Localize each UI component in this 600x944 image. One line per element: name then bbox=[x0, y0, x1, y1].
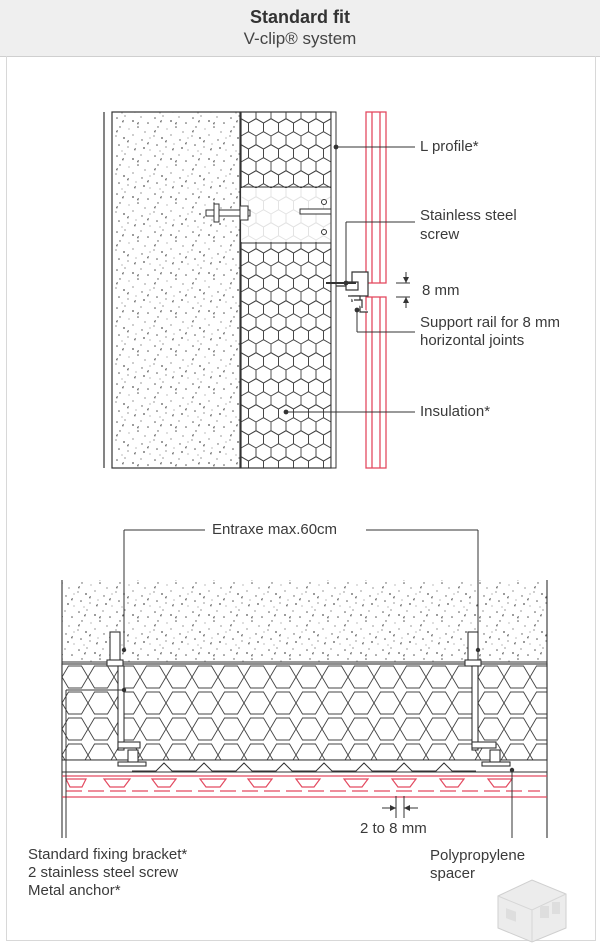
support-profile bbox=[61, 759, 548, 773]
header: Standard fit V-clip® system bbox=[0, 0, 600, 57]
label-spacer-line1: Polypropylene bbox=[430, 847, 526, 864]
label-rail-line2: horizontal joints bbox=[420, 332, 525, 349]
label-bracket-line1: Standard fixing bracket* bbox=[28, 846, 188, 863]
concrete-slab bbox=[62, 580, 547, 662]
label-screw-line2: screw bbox=[420, 226, 460, 243]
top-section bbox=[103, 111, 415, 469]
label-joint: 2 to 8 mm bbox=[360, 820, 427, 837]
insulation-layer-bottom bbox=[61, 663, 548, 761]
bottom-section bbox=[61, 529, 548, 838]
label-bracket-line2: 2 stainless steel screw bbox=[28, 864, 179, 881]
page-title: Standard fit bbox=[249, 7, 350, 27]
wall-anchor bbox=[205, 203, 332, 223]
drawing-frame bbox=[6, 56, 596, 941]
cladding-panels-bottom bbox=[62, 775, 547, 798]
cladding-panels-top bbox=[365, 111, 387, 469]
label-screw-line1: Stainless steel bbox=[420, 207, 517, 224]
label-rail-line1: Support rail for 8 mm bbox=[420, 314, 561, 331]
label-entraxe: Entraxe max.60cm bbox=[212, 521, 338, 538]
bracket-left bbox=[106, 631, 147, 767]
label-gap: 8 mm bbox=[422, 282, 460, 299]
l-profile bbox=[330, 111, 337, 469]
concrete-wall bbox=[111, 111, 241, 469]
insulation-layer bbox=[240, 111, 332, 469]
support-rail bbox=[336, 271, 369, 313]
bracket-right bbox=[464, 631, 511, 767]
label-insulation: Insulation* bbox=[420, 403, 491, 420]
label-bracket-line3: Metal anchor* bbox=[28, 882, 121, 899]
page-subtitle: V-clip® system bbox=[243, 29, 357, 48]
spacer-illustration bbox=[497, 879, 567, 943]
label-l-profile: L profile* bbox=[420, 138, 479, 155]
label-spacer-line2: spacer bbox=[430, 865, 476, 882]
